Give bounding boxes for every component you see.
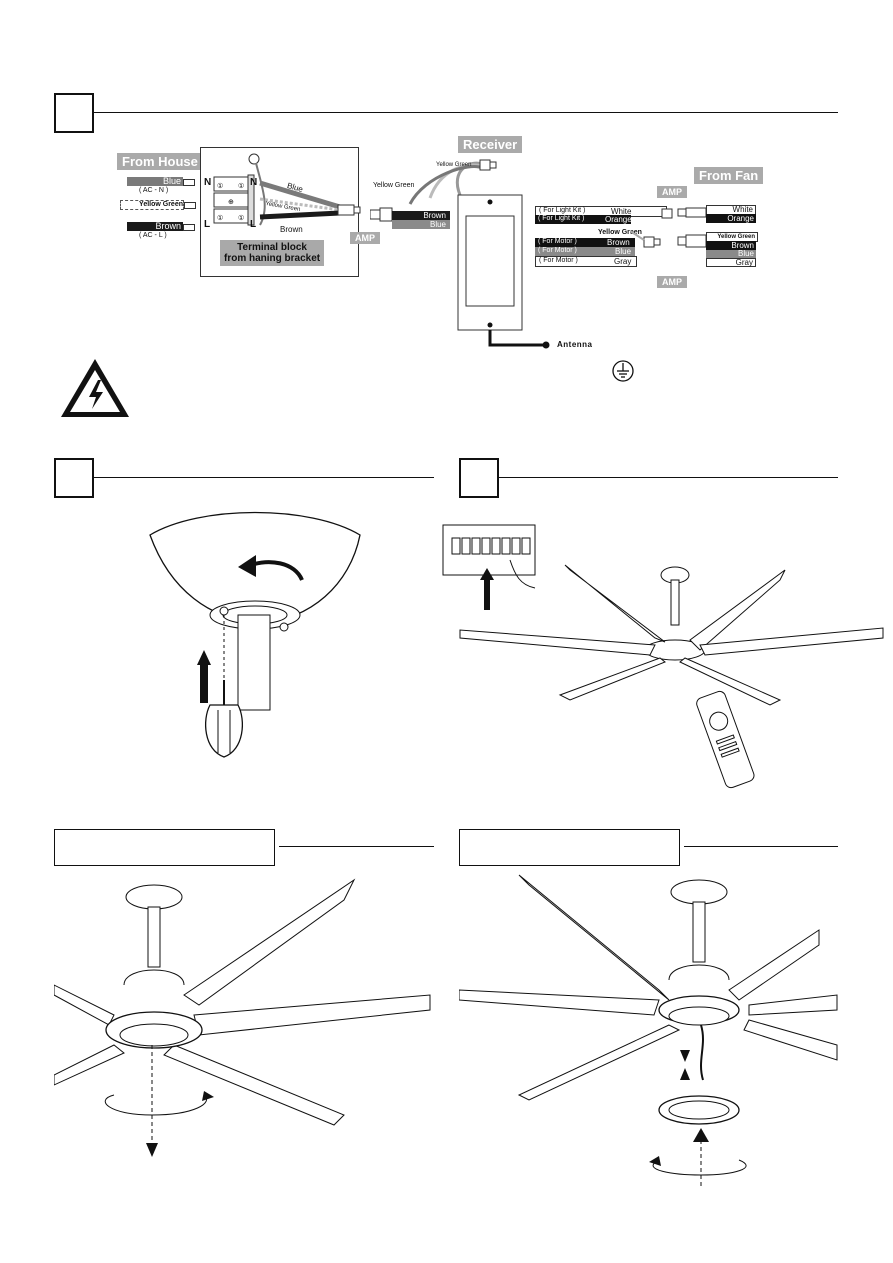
house-wire-blue: Blue ( AC - N ) — [127, 177, 195, 194]
svg-text:①: ① — [217, 182, 223, 190]
house-wire-brown-label: Brown — [127, 222, 183, 231]
terminal-n-left: N — [204, 177, 212, 188]
terminal-block-drawing: ① ① ⊕ ① ① — [213, 153, 361, 226]
output-tag-motor-1: ( For Motor ) — [538, 238, 577, 245]
output-color-brown: Brown — [607, 238, 630, 247]
terminal-block-caption: Terminal block from haning bracket — [220, 240, 325, 266]
terminal-n-right: N — [250, 177, 258, 188]
terminal-l-right: L — [250, 219, 257, 230]
step-3-number-box — [459, 458, 499, 498]
step-5-caption-box — [459, 829, 680, 866]
svg-text:①: ① — [238, 214, 244, 222]
output-color-orange: Orange — [605, 215, 632, 224]
electric-warning-icon — [61, 359, 129, 417]
house-wire-brown-sub: ( AC - L ) — [139, 232, 167, 239]
terminal-l-left: L — [204, 219, 211, 230]
step-5-rule — [684, 846, 838, 847]
house-wire-blue-label: Blue — [127, 177, 183, 186]
house-wire-yg-label: Yellow Green — [120, 200, 184, 210]
antenna-label: Antenna — [557, 340, 593, 349]
receiver-output-motor-gray: ( For Motor ) Gray — [535, 256, 637, 267]
output-tag-motor-2: ( For Motor ) — [538, 247, 577, 254]
ground-symbol-icon — [612, 360, 634, 382]
receiver-drawing — [370, 159, 550, 349]
step-3-rule — [497, 477, 838, 478]
amp-label-bottom: AMP — [657, 276, 687, 288]
output-yellow-green: Yellow Green — [598, 229, 642, 236]
svg-text:⊕: ⊕ — [228, 199, 234, 206]
step-2-rule — [92, 477, 434, 478]
output-tag-motor-3: ( For Motor ) — [539, 257, 578, 264]
amp-label-left: AMP — [350, 232, 380, 244]
receiver-wire-yg-1: Yellow Green — [373, 182, 415, 189]
amp-label-top: AMP — [657, 186, 687, 198]
house-wire-blue-sub: ( AC - N ) — [139, 187, 169, 194]
output-color-white: White — [611, 207, 632, 216]
receiver-output-motor-blue: ( For Motor ) Blue — [535, 247, 635, 256]
receiver-input-brown: Brown — [392, 211, 450, 220]
fan-wire-blue: Blue — [706, 250, 756, 258]
terminal-block-caption-text: Terminal block from haning bracket — [224, 242, 321, 264]
from-house-label: From House — [117, 153, 203, 170]
output-color-blue: Blue — [615, 247, 632, 256]
terminal-wire-brown: Brown — [280, 225, 303, 234]
house-wire-yellow-green: Yellow Green — [120, 200, 196, 210]
fan-connectors — [677, 207, 707, 248]
canopy-screw-illustration — [149, 511, 361, 758]
breaker-and-fan-illustration — [442, 524, 884, 789]
receiver-label: Receiver — [458, 136, 523, 153]
step-4-caption-box — [54, 829, 275, 866]
output-tag-light-1: ( For Light Kit ) — [539, 207, 586, 214]
output-connectors — [630, 208, 673, 248]
step-1-rule — [92, 112, 838, 113]
fan-wire-orange: Orange — [706, 214, 756, 223]
step-4-rule — [279, 846, 434, 847]
receiver-output-light-orange: ( For Light Kit ) Orange — [535, 215, 632, 224]
receiver-input-blue: Blue — [392, 220, 450, 229]
step-2-number-box — [54, 458, 94, 498]
svg-text:①: ① — [238, 182, 244, 190]
from-fan-label: From Fan — [694, 167, 764, 184]
output-tag-light-2: ( For Light Kit ) — [538, 215, 585, 222]
fan-wire-gray: Gray — [706, 258, 756, 267]
receiver-output-motor-brown: ( For Motor ) Brown — [535, 238, 635, 247]
output-color-gray: Gray — [614, 257, 632, 266]
light-cover-remove-illustration — [54, 878, 431, 1157]
fan-wire-brown: Brown — [706, 241, 756, 250]
step-1-number-box — [54, 93, 94, 133]
house-wire-brown: Brown ( AC - L ) — [127, 222, 195, 239]
receiver-wire-yg-2: Yellow Green — [436, 162, 472, 168]
led-module-install-illustration — [459, 874, 838, 1188]
svg-text:①: ① — [217, 214, 223, 222]
